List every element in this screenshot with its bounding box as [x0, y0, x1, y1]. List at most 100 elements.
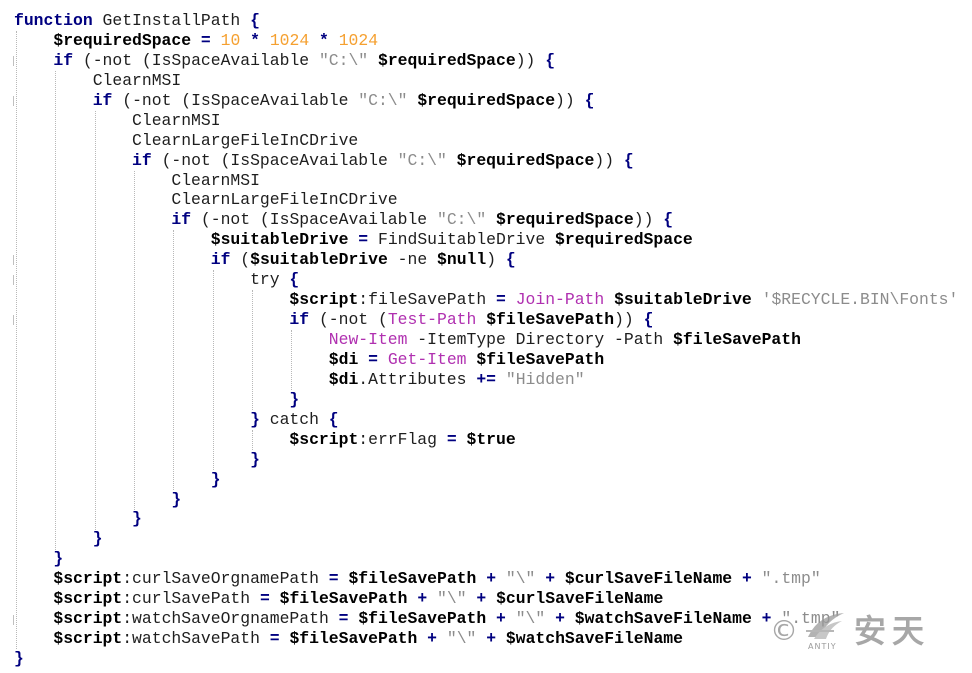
code-token-op: =	[338, 609, 349, 629]
code-token-cmd: New-Item	[328, 330, 408, 349]
code-line[interactable]: ClearnLargeFileInCDrive	[14, 190, 958, 210]
code-token-txt	[14, 410, 250, 429]
code-token-op: {	[643, 310, 654, 330]
code-token-var: $script	[53, 609, 123, 629]
code-token-txt	[437, 629, 447, 648]
code-line[interactable]: }	[14, 509, 958, 529]
code-token-str: "\"	[437, 589, 467, 609]
margin-marker	[13, 55, 14, 66]
code-token-kw: if	[171, 210, 192, 230]
code-token-txt	[191, 31, 201, 50]
code-line[interactable]: New-Item -ItemType Directory -Path $file…	[14, 330, 958, 350]
code-line[interactable]: $suitableDrive = FindSuitableDrive $requ…	[14, 230, 958, 250]
code-token-txt	[467, 350, 477, 369]
code-line[interactable]: }	[14, 390, 958, 410]
code-token-op: =	[358, 230, 369, 250]
code-line[interactable]: $script:fileSavePath = Join-Path $suitab…	[14, 290, 958, 310]
code-token-txt	[14, 589, 53, 608]
code-token-txt	[407, 91, 417, 110]
code-line[interactable]: if (-not (IsSpaceAvailable "C:\" $requir…	[14, 91, 958, 111]
code-token-txt: -ne	[387, 250, 438, 270]
code-line[interactable]: if (-not (IsSpaceAvailable "C:\" $requir…	[14, 151, 958, 171]
logo-text: ANTIY	[807, 642, 837, 651]
code-token-var: $fileSavePath	[289, 629, 418, 649]
code-line[interactable]: $requiredSpace = 10 * 1024 * 1024	[14, 31, 958, 51]
code-token-txt	[417, 629, 427, 648]
code-token-op: =	[328, 569, 339, 589]
code-token-txt: ClearnLargeFileInCDrive	[14, 190, 398, 210]
code-line[interactable]: if ($suitableDrive -ne $null) {	[14, 250, 958, 270]
code-line[interactable]: ClearnMSI	[14, 171, 958, 191]
code-token-str: "C:\"	[397, 150, 447, 170]
code-token-txt	[14, 430, 289, 449]
code-token-op: +	[555, 609, 565, 629]
code-token-txt	[14, 91, 93, 110]
code-token-txt	[506, 290, 516, 309]
code-token-txt	[408, 589, 418, 608]
code-token-op: *	[250, 30, 260, 50]
code-line[interactable]: ClearnMSI	[14, 111, 958, 131]
code-token-op: {	[545, 50, 556, 70]
code-line[interactable]: }	[14, 450, 958, 470]
code-line[interactable]: $script:watchSaveOrgnamePath = $fileSave…	[14, 609, 958, 629]
code-line[interactable]: ClearnLargeFileInCDrive	[14, 131, 958, 151]
margin-marker	[13, 255, 14, 266]
code-token-txt	[348, 230, 358, 249]
code-token-kw: if	[53, 50, 74, 70]
code-line[interactable]: }	[14, 529, 958, 549]
code-token-txt	[486, 589, 496, 608]
code-token-op: =	[259, 589, 270, 609]
code-token-op: {	[584, 90, 595, 110]
code-line[interactable]: $di.Attributes += "Hidden"	[14, 370, 958, 390]
code-line[interactable]: }	[14, 649, 958, 669]
code-token-txt	[486, 609, 496, 628]
indent-guide	[251, 429, 253, 450]
code-token-op: }	[250, 449, 260, 469]
code-token-op: +	[427, 629, 438, 649]
code-line[interactable]: }	[14, 490, 958, 510]
code-token-var: $script	[53, 589, 123, 609]
code-line[interactable]: $di = Get-Item $fileSavePath	[14, 350, 958, 370]
code-token-var: $curlSaveFileName	[496, 589, 664, 609]
copyright-symbol: ©	[769, 614, 798, 647]
code-line[interactable]: $script:curlSavePath = $fileSavePath + "…	[14, 589, 958, 609]
code-token-op: =	[446, 429, 457, 449]
code-line[interactable]: } catch {	[14, 410, 958, 430]
code-line[interactable]: $script:watchSavePath = $fileSavePath + …	[14, 629, 958, 649]
code-token-txt: (-not (IsSpaceAvailable	[73, 50, 319, 70]
code-token-txt	[14, 470, 211, 489]
code-line[interactable]: function GetInstallPath {	[14, 11, 958, 31]
code-line[interactable]: ClearnMSI	[14, 71, 958, 91]
code-token-str: "C:\"	[318, 50, 369, 70]
code-line[interactable]: if (-not (IsSpaceAvailable "C:\" $requir…	[14, 210, 958, 230]
code-token-txt	[329, 31, 339, 50]
code-line[interactable]: if (-not (IsSpaceAvailable "C:\" $requir…	[14, 51, 958, 71]
code-token-op: =	[496, 290, 506, 310]
code-line[interactable]: try {	[14, 270, 958, 290]
code-token-txt	[14, 529, 93, 548]
code-text[interactable]: function GetInstallPath { $requiredSpace…	[14, 11, 958, 669]
indent-guide	[173, 230, 175, 490]
code-token-var: $curlSaveFileName	[564, 569, 733, 589]
code-token-txt	[14, 51, 53, 70]
code-token-txt	[476, 310, 486, 329]
code-token-var: $fileSavePath	[279, 589, 408, 609]
code-line[interactable]: }	[14, 470, 958, 490]
code-token-txt	[14, 290, 289, 309]
indent-guide	[55, 70, 57, 550]
code-line[interactable]: }	[14, 549, 958, 569]
code-token-txt	[447, 151, 457, 170]
code-line[interactable]: if (-not (Test-Path $fileSavePath)) {	[14, 310, 958, 330]
code-token-txt	[368, 51, 378, 70]
code-token-txt	[309, 31, 319, 50]
code-token-var: $watchSaveFileName	[574, 609, 752, 629]
code-token-op: +	[545, 569, 556, 589]
code-token-var: $suitableDrive	[614, 290, 752, 310]
code-token-txt	[280, 629, 290, 648]
margin-marker	[13, 95, 14, 106]
code-line[interactable]: $script:errFlag = $true	[14, 430, 958, 450]
code-token-var: $di	[328, 349, 359, 369]
code-token-var: $requiredSpace	[53, 30, 192, 50]
code-line[interactable]: $script:curlSaveOrgnamePath = $fileSaveP…	[14, 569, 958, 589]
